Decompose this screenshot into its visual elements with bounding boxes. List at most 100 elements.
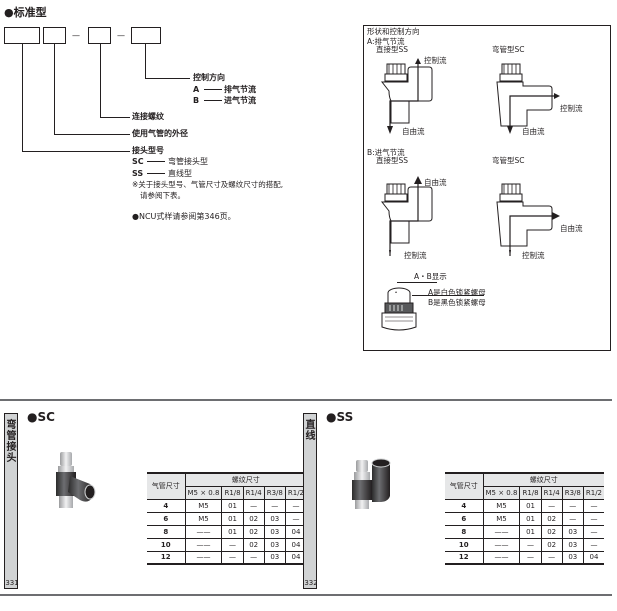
sc-type-label: 弯管型SC xyxy=(492,156,525,165)
table-row: 10 —— — 02 03 — xyxy=(445,538,605,552)
tube-size-cell: 6 xyxy=(147,512,186,526)
combination-note-2: 请参阅下表。 xyxy=(140,191,185,200)
option-desc: 弯管接头型 xyxy=(168,157,208,166)
table-cell: M5 xyxy=(185,512,223,526)
flow-label: 自由流 xyxy=(402,127,425,136)
table-row: 6 M5 01 02 — — xyxy=(445,512,605,526)
leader-line xyxy=(54,44,55,135)
col-header: R1/4 xyxy=(541,486,563,500)
table-cell: —— xyxy=(185,551,223,565)
ncu-note: ●NCU式样请参阅第346页。 xyxy=(132,212,236,221)
standard-type-title: ●标准型 xyxy=(4,6,47,19)
table-cell: — xyxy=(264,499,286,513)
ab-display-label: A・B显示 xyxy=(414,272,447,281)
sc-type-label: 弯管型SC xyxy=(492,45,525,54)
section-heading: ●SS xyxy=(326,410,354,424)
section-heading: ●SC xyxy=(27,410,55,424)
table-cell: — xyxy=(221,551,244,565)
thread-columns: M5 × 0.8 R1/8 R1/4 R3/8 R1/2 xyxy=(147,486,307,500)
table-cell: 02 xyxy=(243,512,265,526)
table-cell: — xyxy=(541,499,563,513)
shape-direction-panel: 形状和控制方向 A:排气节流 直接型SS 弯管型SC 控制流 自由流 控制流 自… xyxy=(363,25,611,351)
leader-line xyxy=(100,117,130,118)
table-row: 10 —— — 02 03 04 xyxy=(147,538,307,552)
combination-note: ※关于接头型号、气管尺寸及螺纹尺寸的搭配, xyxy=(132,180,284,189)
table-cell: — xyxy=(583,525,605,539)
leader-line xyxy=(22,44,23,152)
table-cell: 01 xyxy=(519,525,542,539)
option-code: A xyxy=(193,85,200,94)
table-row: 8 —— 01 02 03 04 xyxy=(147,525,307,539)
side-tab-straight[interactable]: 直线 332 xyxy=(303,413,318,589)
side-tab-elbow[interactable]: 弯管接头 331 xyxy=(4,413,19,589)
table-cell: 04 xyxy=(285,525,307,539)
table-cell: — xyxy=(583,538,605,552)
code-dash: — xyxy=(117,31,125,40)
table-cell: — xyxy=(243,499,265,513)
table-cell: 04 xyxy=(285,538,307,552)
table-row: 4 M5 01 — — — xyxy=(445,499,605,513)
tube-size-cell: 10 xyxy=(445,538,484,552)
leader-line xyxy=(100,44,101,118)
table-row: 4 M5 01 — — — xyxy=(147,499,307,513)
table-cell: 03 xyxy=(264,525,286,539)
tube-size-cell: 6 xyxy=(445,512,484,526)
table-row: 8 —— 01 02 03 — xyxy=(445,525,605,539)
tube-size-cell: 8 xyxy=(147,525,186,539)
col-header-tube-size: 气管尺寸 xyxy=(147,472,186,500)
option-desc: 排气节流 xyxy=(224,85,256,94)
table-cell: 03 xyxy=(562,525,584,539)
option-code: SC xyxy=(132,157,144,166)
ss-type-label: 直接型SS xyxy=(376,156,409,165)
col-header: R3/8 xyxy=(562,486,584,500)
sc-product-photo xyxy=(56,452,96,508)
table-cell: 01 xyxy=(221,512,244,526)
table-cell: 02 xyxy=(541,512,563,526)
table-cell: — xyxy=(243,551,265,565)
option-code: SS xyxy=(132,169,144,178)
leader-line xyxy=(145,44,146,79)
flow-label: 自由流 xyxy=(560,224,583,233)
option-code: B xyxy=(193,96,200,105)
col-header: M5 × 0.8 xyxy=(483,486,521,500)
table-row: 12 —— — — 03 04 xyxy=(445,551,605,565)
option-dash xyxy=(147,173,165,174)
table-cell: 01 xyxy=(221,525,244,539)
col-header: R1/8 xyxy=(519,486,542,500)
page-number: 332 xyxy=(304,579,318,587)
option-desc: 进气节流 xyxy=(224,96,256,105)
table-cell: — xyxy=(519,538,542,552)
code-dash: — xyxy=(72,31,80,40)
ss-type-label: 直接型SS xyxy=(376,45,409,54)
option-desc: 直线型 xyxy=(168,169,192,178)
tube-size-cell: 12 xyxy=(147,551,186,565)
tube-size-cell: 4 xyxy=(445,499,484,513)
option-dash xyxy=(204,89,222,90)
option-dash xyxy=(204,100,222,101)
table-cell: — xyxy=(562,499,584,513)
sc-compat-table: 气管尺寸 螺纹尺寸 M5 × 0.8 R1/8 R1/4 R3/8 R1/2 4… xyxy=(147,472,307,565)
flow-label: 控制流 xyxy=(560,104,583,113)
white-nut-label: A是白色锁紧螺母 xyxy=(428,288,486,297)
table-cell: 01 xyxy=(221,499,244,513)
table-cell: — xyxy=(285,512,307,526)
thread-label: 连接螺纹 xyxy=(132,112,164,121)
ss-fitting-icon xyxy=(380,58,433,134)
table-cell: 02 xyxy=(541,525,563,539)
ss-compat-table: 气管尺寸 螺纹尺寸 M5 × 0.8 R1/8 R1/4 R3/8 R1/2 4… xyxy=(445,472,605,565)
col-header: R1/2 xyxy=(583,486,605,500)
flow-label: 控制流 xyxy=(404,251,427,260)
ss-product-photo xyxy=(352,458,391,509)
col-header-thread-size: 螺纹尺寸 xyxy=(483,472,605,487)
flow-label: 控制流 xyxy=(424,56,447,65)
option-dash xyxy=(147,161,165,162)
panel-title: 形状和控制方向 xyxy=(367,27,420,36)
leader-line xyxy=(145,78,190,79)
table-cell: 04 xyxy=(285,551,307,565)
table-cell: 03 xyxy=(264,512,286,526)
ss-fitting-icon xyxy=(380,176,433,256)
sc-fitting-icon xyxy=(496,63,560,134)
leader-line xyxy=(54,134,130,135)
table-cell: 03 xyxy=(562,551,584,565)
table-cell: 03 xyxy=(264,551,286,565)
